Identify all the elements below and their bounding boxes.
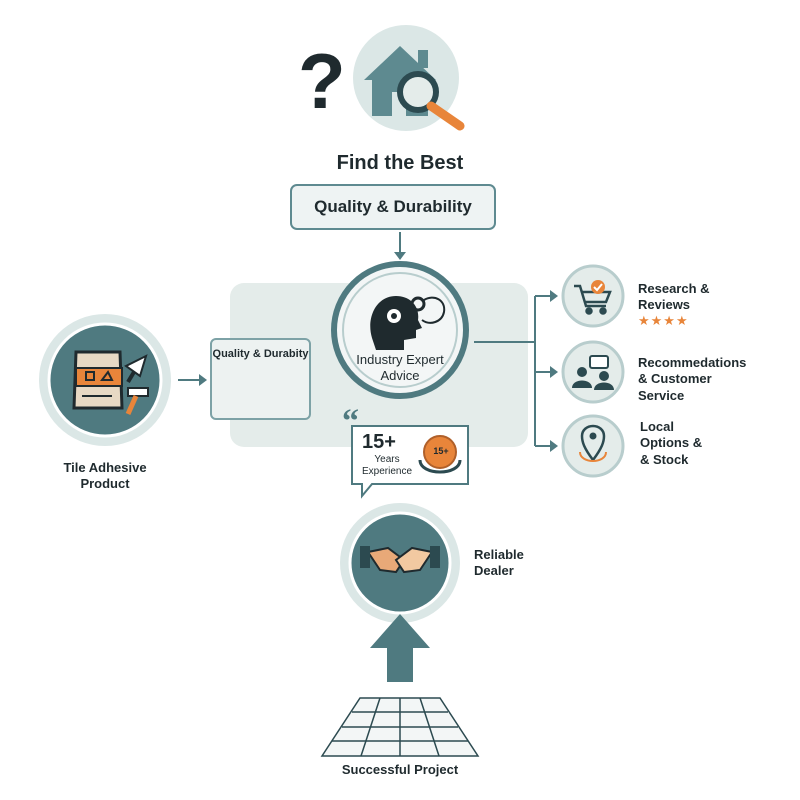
research-line2: Reviews: [638, 297, 691, 313]
expert-label-line1: Industry Expert: [356, 352, 444, 367]
recommendations-line2: & Customer: [638, 371, 712, 387]
people-chat-icon: [572, 355, 614, 390]
quote-icon: “: [342, 403, 359, 440]
quality-card-title: Quality & Durabity: [212, 348, 309, 360]
recommendations-line1: Recommedations: [638, 355, 747, 370]
dealer-line2: Dealer: [474, 562, 514, 578]
experience-line2: Experience: [361, 465, 413, 477]
connector-quality-expert: [394, 232, 406, 260]
badge-icon: [418, 435, 462, 474]
handshake-icon: [360, 546, 440, 574]
recommendations-line3: Service: [638, 387, 685, 403]
research-circle: [561, 264, 625, 328]
tile-product-line2: Product: [80, 475, 130, 491]
project-label: Successful Project: [341, 762, 459, 777]
gear-head-icon: [370, 296, 446, 350]
experience-text: Years Experience: [352, 454, 422, 477]
location-pin-icon: [579, 424, 607, 463]
tile-product-line1: Tile Adhesive: [63, 460, 147, 475]
svg-text:“: “: [342, 403, 359, 440]
rating-stars: ★★★★: [638, 313, 689, 328]
expert-label: Industry Expert Advice: [340, 352, 460, 383]
quality-durability-label: Quality & Durability: [314, 197, 472, 216]
local-line2: Options &: [640, 435, 703, 451]
quality-card: Quality & Durabity: [210, 338, 311, 420]
connector-expert-branch: [474, 295, 552, 447]
expert-label-line2: Advice: [380, 367, 420, 383]
recommendations-circle: [561, 340, 625, 404]
tile-product-label: Tile Adhesive Product: [30, 460, 180, 491]
experience-line1: Years: [374, 454, 400, 465]
dealer-label: Reliable Dealer: [474, 547, 524, 578]
local-circle: [561, 414, 625, 478]
research-label: Research & Reviews: [638, 281, 710, 314]
adhesive-bag-icon: [72, 350, 124, 410]
dealer-line1: Reliable: [474, 547, 524, 562]
svg-text:?: ?: [298, 37, 346, 125]
local-line3: & Stock: [640, 451, 689, 467]
experience-number: 15+: [362, 431, 396, 453]
connector-product-card: [178, 374, 207, 386]
recommendations-label: Recommedations & Customer Service: [638, 355, 746, 404]
up-arrow-icon: [370, 614, 430, 682]
local-line1: Local: [640, 419, 674, 434]
magnifier-icon: [397, 71, 465, 131]
question-mark-icon: ?: [298, 37, 346, 125]
quality-durability-box: Quality & Durability: [290, 184, 496, 230]
hammer-icon: [125, 387, 149, 416]
badge-text: 15+: [433, 446, 449, 456]
local-label: Local Options & & Stock: [640, 419, 702, 468]
page-title: Find the Best: [336, 152, 464, 174]
trowel-icon: [124, 354, 148, 384]
research-line1: Research &: [638, 281, 710, 296]
tile-floor-icon: [320, 697, 480, 757]
